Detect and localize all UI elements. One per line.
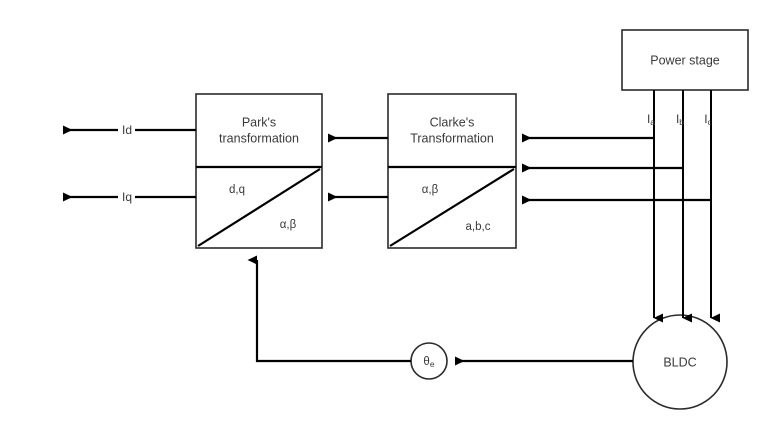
theta-symbol: θ xyxy=(423,356,429,368)
iq-output-wire: Iq xyxy=(63,190,196,204)
ia-current-path: Ia xyxy=(522,90,663,323)
parks-block-title-line1: Park's xyxy=(242,115,276,129)
parks-transformation-block[interactable]: Park's transformation d,q α,β xyxy=(195,93,323,249)
parks-block-title-line2: transformation xyxy=(219,131,299,145)
ib-subscript: b xyxy=(679,117,684,127)
clarkes-block-diagonal xyxy=(389,168,515,247)
bldc-label: BLDC xyxy=(663,355,696,369)
ic-symbol: I xyxy=(704,112,707,126)
power-stage-label: Power stage xyxy=(650,53,720,67)
power-stage-block[interactable]: Power stage xyxy=(621,29,749,91)
ia-signal-label: Ia xyxy=(647,112,655,127)
theta-label: θe xyxy=(423,356,434,369)
clarkes-block-title-line1: Clarke's xyxy=(430,115,475,129)
iq-signal-label: Iq xyxy=(122,190,132,204)
ib-signal-label: Ib xyxy=(676,112,684,127)
parks-block-diagonal xyxy=(197,168,321,247)
ic-current-path: Ic xyxy=(522,90,720,323)
clarkes-block-outline xyxy=(387,93,517,249)
clarkes-transformation-block[interactable]: Clarke's Transformation α,β a,b,c xyxy=(387,93,517,249)
theta-subscript: e xyxy=(430,359,435,369)
bldc-motor-node[interactable]: BLDC xyxy=(632,314,728,410)
parks-block-output-domain-label: α,β xyxy=(280,219,297,231)
parks-block-outline xyxy=(195,93,323,249)
theta-to-park-feedback-wire xyxy=(247,255,411,363)
ic-subscript: c xyxy=(708,117,713,127)
clarkes-block-output-domain-label: a,b,c xyxy=(466,221,491,233)
ib-symbol: I xyxy=(676,112,679,126)
ia-symbol: I xyxy=(647,112,650,126)
ia-subscript: a xyxy=(650,117,655,127)
parks-block-input-domain-label: d,q xyxy=(229,184,245,196)
ib-current-path: Ib xyxy=(522,90,692,323)
ic-signal-label: Ic xyxy=(704,112,712,127)
clarkes-block-input-domain-label: α,β xyxy=(422,184,439,196)
power-stage-outline xyxy=(621,29,749,91)
id-output-wire: Id xyxy=(63,123,196,137)
electrical-angle-node[interactable]: θe xyxy=(410,342,448,380)
clarkes-block-title-line2: Transformation xyxy=(410,131,494,145)
id-signal-label: Id xyxy=(122,123,132,137)
